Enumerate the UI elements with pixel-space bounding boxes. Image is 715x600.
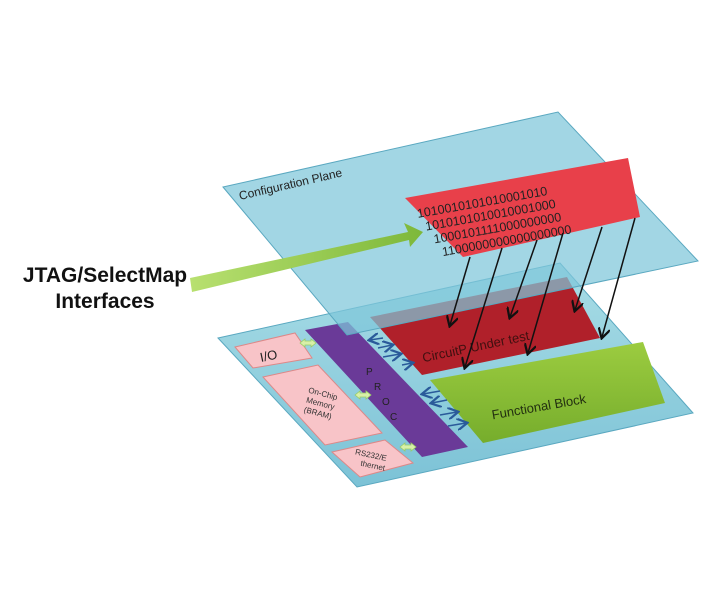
interface-label-2: Interfaces [55, 290, 154, 313]
bitstream-block [405, 158, 640, 257]
svg-text:O: O [382, 397, 390, 408]
interface-arrow [190, 223, 423, 292]
proc-label: P R O C [366, 367, 397, 423]
rs232-block [330, 439, 415, 478]
proc-links [370, 338, 466, 426]
io-block [234, 332, 313, 369]
functional-block [430, 342, 665, 443]
proc-block [305, 322, 468, 457]
svg-text:R: R [374, 382, 381, 393]
svg-text:P: P [366, 367, 373, 378]
configuration-arrows [450, 217, 636, 367]
memory-block [262, 364, 383, 446]
svg-text:C: C [390, 412, 397, 423]
bus-connectors [299, 338, 417, 452]
io-label: I/O [259, 347, 279, 365]
interface-label-1: JTAG/SelectMap [23, 264, 187, 287]
